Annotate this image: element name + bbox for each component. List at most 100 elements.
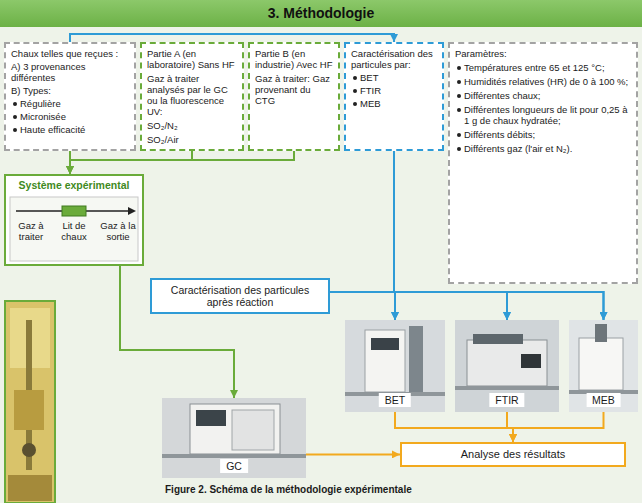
photo-shadow bbox=[8, 475, 52, 501]
post-reaction-box: Caractérisation des particules après réa… bbox=[150, 278, 330, 314]
bullet-row: Humidités relatives (HR) de 0 à 100 %; bbox=[455, 76, 631, 87]
box-text: Caractérisation des particules par: bbox=[351, 48, 437, 70]
bullet-dot bbox=[457, 66, 461, 70]
box-text: Partie B (en industrie) Avec HF bbox=[255, 48, 333, 70]
title-text: 3. Méthodologie bbox=[0, 0, 642, 27]
bullet-dot bbox=[13, 128, 17, 132]
instrument-body bbox=[190, 404, 280, 454]
box-text: BET bbox=[360, 72, 437, 83]
photo-device bbox=[14, 390, 44, 430]
instrument-photo: BET bbox=[345, 320, 445, 412]
box-text: FTIR bbox=[360, 85, 437, 96]
bullet-dot bbox=[457, 94, 461, 98]
instrument-panel bbox=[196, 410, 226, 426]
box-text: Partie A (en laboratoire) Sans HF bbox=[147, 48, 237, 70]
flow-connector bbox=[70, 151, 192, 174]
apparatus-photo bbox=[4, 300, 56, 503]
flow-connector bbox=[395, 412, 513, 442]
box-text: Différentes chaux; bbox=[464, 90, 631, 101]
photo-background bbox=[345, 320, 445, 412]
box-text: Analyse des résultats bbox=[407, 448, 619, 461]
instrument-door bbox=[232, 410, 274, 450]
bullet-dot bbox=[457, 147, 461, 151]
box-text: Chaux telles que reçues : bbox=[11, 48, 129, 59]
box-text: Différentes longueurs de lit pour 0,25 à… bbox=[464, 104, 631, 126]
characterization-box: Caractérisation des particules par: BET FT… bbox=[344, 42, 444, 151]
flow-connector bbox=[330, 292, 395, 320]
photo-background bbox=[455, 320, 559, 412]
box-text: Micronisée bbox=[20, 111, 129, 122]
instrument-label: BET bbox=[379, 393, 411, 407]
box-text: MEB bbox=[360, 98, 437, 109]
box-text: Gaz à traiter analysés par le GC ou la f… bbox=[147, 73, 237, 117]
box-text: B) Types: bbox=[11, 85, 129, 96]
parameters-box: Paramètres: Températures entre 65 et 125 … bbox=[448, 42, 638, 284]
system-label: Gaz à la sortie bbox=[96, 220, 140, 242]
bench bbox=[455, 386, 559, 390]
figure-caption: Figure 2. Schéma de la méthodologie expé… bbox=[165, 484, 412, 495]
box-text: Paramètres: bbox=[455, 48, 631, 59]
lab-part-box: Partie A (en laboratoire) Sans HF Gaz à t… bbox=[140, 42, 244, 151]
flow-connector bbox=[70, 151, 294, 174]
bullet-dot bbox=[353, 89, 357, 93]
bullet-row: MEB bbox=[351, 98, 437, 109]
box-text: SO₂/N₂ bbox=[147, 120, 237, 131]
bullet-row: Différents débits; bbox=[455, 129, 631, 140]
bullet-dot bbox=[353, 102, 357, 106]
instrument-body bbox=[467, 340, 547, 386]
photo-knob bbox=[22, 443, 36, 457]
system-label: Gaz à traiter bbox=[10, 220, 52, 242]
bullet-row: Différents gaz (l'air et N₂). bbox=[455, 143, 631, 154]
system-label: Lit de chaux bbox=[52, 220, 96, 242]
bullet-row: Régulière bbox=[11, 98, 129, 109]
instrument-column bbox=[595, 324, 607, 342]
bullet-dot bbox=[13, 115, 17, 119]
instrument-body bbox=[579, 338, 623, 390]
instrument-lid bbox=[473, 334, 523, 344]
photo-background bbox=[569, 320, 638, 412]
box-text: Humidités relatives (HR) de 0 à 100 %; bbox=[464, 76, 631, 87]
system-heading: Système expérimental bbox=[6, 179, 142, 191]
box-text: Régulière bbox=[20, 98, 129, 109]
instrument-column bbox=[409, 326, 423, 392]
box-text: A) 3 provenances différentes bbox=[11, 61, 129, 83]
experimental-system-box: Système expérimentalGaz à traiterLit de … bbox=[4, 174, 144, 266]
bullet-row: Températures entre 65 et 125 °C; bbox=[455, 62, 631, 73]
flow-connector bbox=[330, 292, 604, 320]
bullet-row: BET bbox=[351, 72, 437, 83]
box-text: Températures entre 65 et 125 °C; bbox=[464, 62, 631, 73]
instrument-body bbox=[365, 330, 405, 392]
lime-bed bbox=[62, 206, 86, 216]
industry-part-box: Partie B (en industrie) Avec HF Gaz à tra… bbox=[248, 42, 340, 151]
instrument-slot bbox=[521, 354, 541, 368]
gas-flow-arrowhead bbox=[128, 207, 136, 215]
photo-background bbox=[162, 398, 306, 478]
instrument-photo: MEB bbox=[569, 320, 638, 412]
flow-connector bbox=[330, 292, 507, 320]
instrument-photo: GC bbox=[162, 398, 306, 478]
bullet-dot bbox=[457, 133, 461, 137]
input-list-box: Chaux telles que reçues : A) 3 provenance… bbox=[4, 42, 136, 151]
bullet-dot bbox=[353, 76, 357, 80]
bullet-row: Micronisée bbox=[11, 111, 129, 122]
box-text: SO₂/Air bbox=[147, 134, 237, 145]
bullet-row: Différentes longueurs de lit pour 0,25 à… bbox=[455, 104, 631, 126]
flow-connector bbox=[513, 412, 604, 442]
instrument-label: MEB bbox=[586, 393, 621, 407]
bullet-row: Haute efficacité bbox=[11, 124, 129, 135]
box-text: Différents gaz (l'air et N₂). bbox=[464, 143, 631, 154]
instrument-photo: FTIR bbox=[455, 320, 559, 412]
flow-connector bbox=[306, 453, 400, 455]
box-text: Caractérisation des particules après réa… bbox=[157, 284, 323, 308]
photo-frame bbox=[5, 301, 55, 503]
box-text: Gaz à traiter: Gaz provenant du CTG bbox=[255, 73, 333, 106]
instrument-label: GC bbox=[220, 459, 248, 473]
title-band: 3. Méthodologie bbox=[0, 0, 642, 27]
instrument-panel bbox=[371, 338, 399, 350]
box-text: Haute efficacité bbox=[20, 124, 129, 135]
bullet-dot bbox=[457, 108, 461, 112]
bullet-dot bbox=[457, 80, 461, 84]
bullet-row: Différentes chaux; bbox=[455, 90, 631, 101]
bench bbox=[162, 454, 306, 458]
